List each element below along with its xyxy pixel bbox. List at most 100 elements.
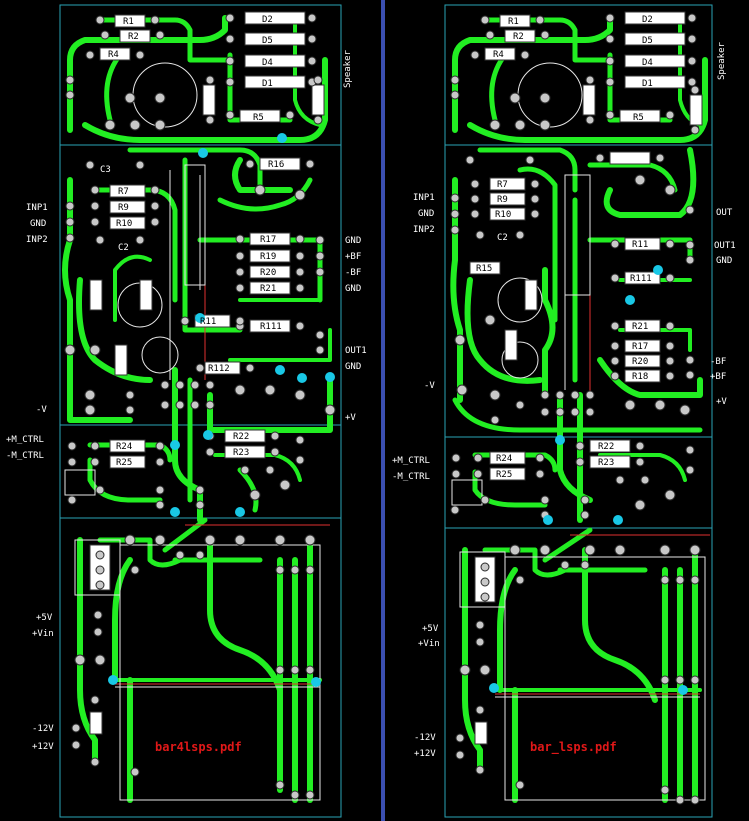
ref-label: R1 [123, 17, 134, 27]
plus-v-label: +V [716, 397, 727, 407]
gnd-label: GND [716, 256, 732, 266]
ref-label: R10 [116, 219, 132, 229]
ref-label: R23 [598, 458, 614, 468]
resistors [469, 11, 703, 745]
minus-12v-label: -12V [414, 733, 436, 743]
ref-label: R23 [233, 448, 249, 458]
ref-label: R5 [253, 113, 264, 123]
ref-label: R25 [496, 470, 512, 480]
plus-bf-label: +BF [710, 372, 726, 382]
ref-label: D4 [642, 58, 653, 68]
out-label: OUT [716, 208, 733, 218]
minus-v-label: -V [36, 405, 47, 415]
speaker-label: Speaker [717, 41, 727, 80]
gnd-label: GND [345, 284, 361, 294]
minus-12v-label: -12V [32, 724, 54, 734]
left-board: R1 R2 R4 D2 D5 D4 D1 R5 C3 R7 R9 R10 C2 … [6, 4, 367, 818]
pads [64, 13, 336, 800]
ref-label: R1 [508, 17, 519, 27]
plus-vin-label: +Vin [32, 629, 54, 639]
ref-label: R7 [118, 187, 129, 197]
ref-label: R9 [118, 203, 129, 213]
copper-tracks [62, 15, 333, 803]
ref-label: R19 [260, 252, 276, 262]
right-board: R1 R2 R4 D2 D5 D4 D1 R5 R7 R9 R10 C2 R15… [392, 4, 736, 818]
minus-bf-label: -BF [345, 268, 361, 278]
board-outline [59, 4, 342, 818]
ref-label: R22 [598, 442, 614, 452]
ref-label: R111 [630, 274, 652, 284]
ref-label: R24 [116, 442, 132, 452]
ref-label: R4 [493, 50, 504, 60]
file-name-label: bar4lsps.pdf [155, 740, 242, 754]
minus-bf-label: -BF [710, 357, 726, 367]
ref-label: R9 [497, 195, 508, 205]
plus-5v-label: +5V [422, 624, 439, 634]
inp1-label: INP1 [26, 203, 48, 213]
gnd-label: GND [345, 362, 361, 372]
plus-5v-label: +5V [36, 613, 53, 623]
ref-label: R7 [497, 180, 508, 190]
ref-label: D2 [642, 15, 653, 25]
ref-label: R20 [260, 268, 276, 278]
connector-labels: Speaker INP1 GND INP2 OUT OUT1 GND -BF +… [392, 41, 736, 759]
plus-12v-label: +12V [414, 749, 436, 759]
plus-12v-label: +12V [32, 742, 54, 752]
inp1-label: INP1 [413, 193, 435, 203]
plus-v-label: +V [345, 413, 356, 423]
ref-label: D1 [642, 79, 653, 89]
ref-designators: R1 R2 R4 D2 D5 D4 D1 R5 R7 R9 R10 C2 R15… [476, 15, 653, 480]
inp2-label: INP2 [413, 225, 435, 235]
ref-designators: R1 R2 R4 D2 D5 D4 D1 R5 C3 R7 R9 R10 C2 … [100, 15, 284, 468]
ref-label: R22 [233, 432, 249, 442]
ref-label: R15 [476, 264, 492, 274]
plus-m-ctrl-label: +M_CTRL [392, 456, 430, 466]
ref-label: R5 [633, 113, 644, 123]
ref-label: R21 [260, 284, 276, 294]
ref-label: D5 [262, 36, 273, 46]
vias [489, 265, 688, 695]
view-divider [381, 0, 385, 821]
plus-m-ctrl-label: +M_CTRL [6, 435, 44, 445]
gnd-label: GND [345, 236, 361, 246]
ref-label: R20 [632, 357, 648, 367]
ref-label: R25 [116, 458, 132, 468]
ref-label: C3 [100, 165, 111, 175]
ref-label: D1 [262, 79, 273, 89]
board-outline [444, 4, 713, 818]
ref-label: R2 [513, 32, 524, 42]
pads [450, 13, 701, 805]
minus-v-label: -V [424, 381, 435, 391]
ref-label: R10 [495, 210, 511, 220]
vias [108, 133, 335, 687]
speaker-label: Speaker [343, 49, 353, 88]
ref-label: R11 [200, 317, 216, 327]
plus-bf-label: +BF [345, 252, 361, 262]
ref-label: R18 [632, 372, 648, 382]
ref-label: R17 [260, 235, 276, 245]
ref-label: D2 [262, 15, 273, 25]
ref-label: R17 [632, 342, 648, 352]
gnd-label: GND [30, 219, 46, 229]
plus-vin-label: +Vin [418, 639, 440, 649]
connector-labels: Speaker INP1 GND INP2 GND +BF -BF GND OU… [6, 49, 367, 752]
ref-label: R111 [260, 322, 282, 332]
ref-label: D4 [262, 58, 273, 68]
ref-label: R16 [268, 160, 284, 170]
resistors [89, 11, 325, 735]
out1-label: OUT1 [345, 346, 367, 356]
inp2-label: INP2 [26, 235, 48, 245]
ref-label: R11 [632, 240, 648, 250]
ref-label: C2 [118, 243, 129, 253]
minus-m-ctrl-label: -M_CTRL [6, 451, 44, 461]
ref-label: R112 [208, 364, 230, 374]
ref-label: R21 [632, 322, 648, 332]
gnd-label: GND [418, 209, 434, 219]
ref-label: D5 [642, 36, 653, 46]
ref-label: C2 [497, 233, 508, 243]
ref-label: R4 [108, 50, 119, 60]
file-name-label: bar_lsps.pdf [530, 740, 617, 755]
out1-label: OUT1 [714, 241, 736, 251]
minus-m-ctrl-label: -M_CTRL [392, 472, 430, 482]
